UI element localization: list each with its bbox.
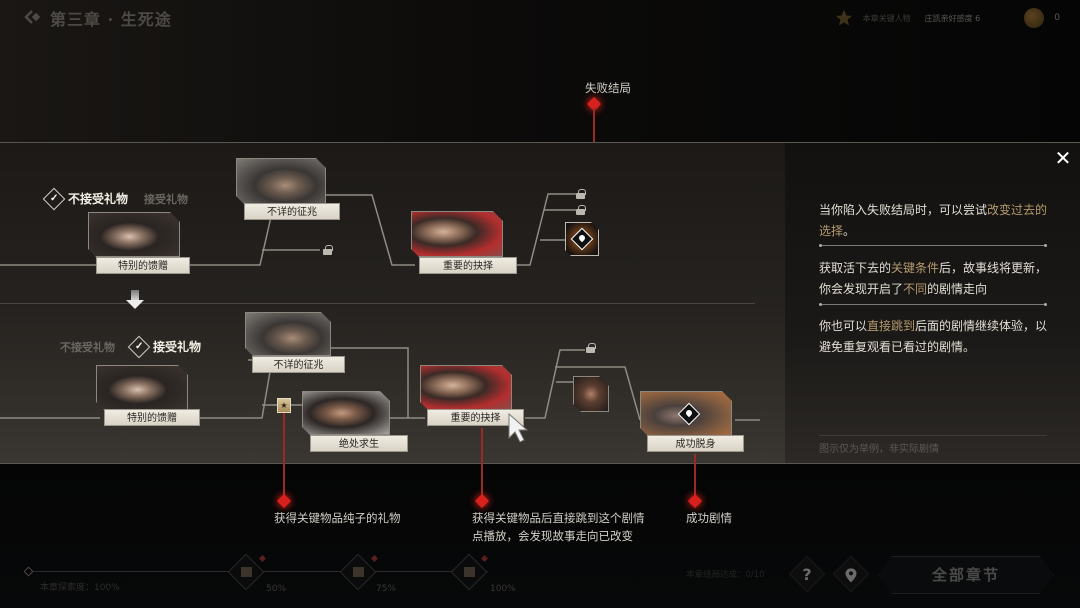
info-paragraph-2: 获取活下去的关键条件后，故事线将更新，你会发现开启了不同的剧情走向 [819, 261, 1048, 296]
scene-thumbnail [420, 365, 512, 410]
question-icon: ? [802, 565, 812, 584]
fail-ending-node[interactable] [565, 222, 599, 256]
gift-icon [353, 567, 364, 577]
scene-thumbnail [245, 312, 331, 356]
choice-reject-gift-selected[interactable]: 不接受礼物 [68, 192, 129, 206]
info-footer-divider [819, 435, 1047, 436]
info-sidebar [785, 143, 1080, 463]
node-label: 绝处求生 [310, 435, 408, 452]
mouse-cursor-icon [508, 412, 529, 443]
header-status: 本章关键人物 庄凯亲好感度 6 0 [835, 8, 1060, 28]
top-background [0, 0, 1080, 142]
lock-icon [576, 189, 586, 199]
top-choice-group: ✓ 不接受礼物 接受礼物 [42, 187, 189, 210]
node-label: 重要的抉择 [419, 257, 517, 274]
check-icon[interactable]: ✓ [42, 187, 66, 210]
success-line [694, 454, 696, 498]
node-label: 特别的馈赠 [104, 409, 200, 426]
node-label: 不详的征兆 [252, 356, 345, 373]
choice-accept-gift[interactable]: 接受礼物 [144, 192, 189, 206]
node-label: 重要的抉择 [427, 409, 524, 426]
node-label: 成功脱身 [647, 435, 744, 452]
header: 第三章 · 生死途 本章关键人物 庄凯亲好感度 6 0 [0, 0, 1080, 36]
jump-line [481, 428, 483, 498]
info-footnote: 图示仅为举例，非实际剧情 [819, 444, 939, 455]
choice-accept-gift-selected[interactable]: 接受礼物 [153, 340, 202, 354]
reward-pct: 75% [376, 584, 397, 594]
ending-count: 本章结局达成：0/10 [686, 570, 765, 580]
info-separator [819, 244, 1047, 247]
story-branch-panel: ✕ [0, 142, 1080, 464]
star-icon [835, 9, 852, 26]
node-successful-escape[interactable]: 成功脱身 [640, 391, 744, 453]
info-paragraph-3: 你也可以直接跳到后面的剧情继续体验，以避免重复观看已看过的剧情。 [819, 319, 1048, 354]
back-icon[interactable] [24, 8, 42, 26]
coin-icon [1024, 8, 1045, 28]
key-item-line [283, 413, 285, 498]
scene-thumbnail [88, 212, 180, 257]
lock-icon [576, 205, 586, 215]
jump-annotation-line1: 获得关键物品后直接跳到这个剧情 [472, 511, 645, 525]
node-hidden-scene[interactable] [573, 376, 609, 412]
reward-pct: 100% [490, 584, 516, 594]
check-icon[interactable]: ✓ [127, 335, 151, 358]
success-annotation: 成功剧情 [686, 511, 732, 525]
info-separator [819, 303, 1047, 306]
location-pin-icon [845, 568, 857, 583]
lock-icon [323, 245, 333, 255]
locate-button[interactable] [832, 555, 870, 593]
coin-value: 0 [1054, 13, 1060, 23]
node-special-gift-top[interactable]: 特别的馈赠 [88, 212, 190, 274]
info-paragraph-1: 当你陷入失败结局时，可以尝试改变过去的选择。 [819, 203, 1048, 238]
key-item-star-node[interactable]: ★ [277, 398, 291, 413]
scene-thumbnail [96, 365, 188, 410]
scene-thumbnail [573, 376, 609, 412]
gift-icon [241, 567, 252, 577]
scene-thumbnail [411, 211, 503, 257]
favor-badge: 庄凯亲好感度 6 [924, 13, 981, 23]
node-label: 不详的征兆 [244, 203, 340, 220]
exploration-progress-label: 本章探索度：100% [40, 583, 120, 593]
fail-ending-label: 失败结局 [585, 81, 631, 95]
jump-annotation-line2: 点播放，会发现故事走向已改变 [472, 529, 633, 543]
bottom-choice-group: 不接受礼物 ✓ 接受礼物 [60, 335, 202, 358]
node-desperate-survival[interactable]: 绝处求生 [302, 391, 408, 453]
all-chapters-button[interactable]: 全部章节 [878, 556, 1054, 594]
chapter-title: 第三章 · 生死途 [50, 10, 172, 29]
row-divider [0, 303, 755, 304]
gift-icon [464, 567, 475, 577]
close-button[interactable]: ✕ [1054, 146, 1072, 170]
scene-thumbnail [236, 158, 326, 204]
scene-thumbnail [302, 391, 390, 435]
choice-reject-gift[interactable]: 不接受礼物 [60, 340, 115, 354]
node-label: 特别的馈赠 [96, 257, 190, 274]
key-character-label[interactable]: 本章关键人物 [862, 13, 911, 23]
lock-icon [586, 343, 596, 353]
reward-pct: 50% [266, 584, 287, 594]
node-important-choice-top[interactable]: 重要的抉择 [411, 211, 517, 275]
node-special-gift-bottom[interactable]: 特别的馈赠 [96, 365, 200, 427]
node-ominous-sign-top[interactable]: 不详的征兆 [236, 158, 340, 222]
node-ominous-sign-bottom[interactable]: 不详的征兆 [245, 312, 345, 374]
key-item-annotation: 获得关键物品纯子的礼物 [274, 511, 401, 525]
node-important-choice-bottom[interactable]: 重要的抉择 [420, 365, 524, 427]
